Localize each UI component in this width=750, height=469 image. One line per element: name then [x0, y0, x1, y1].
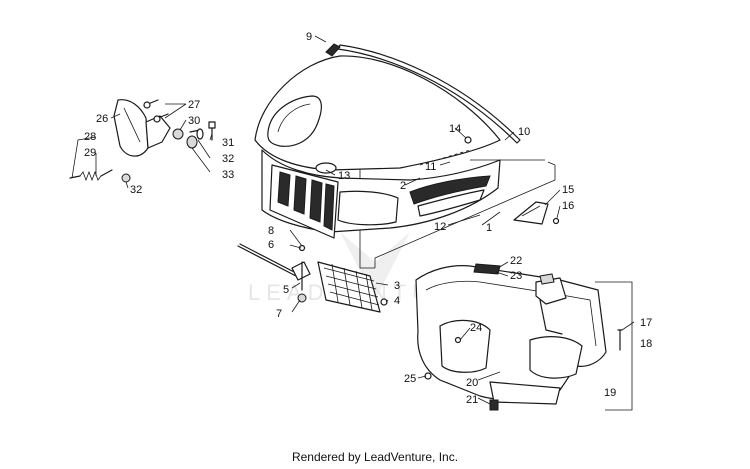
footer-credit: Rendered by LeadVenture, Inc. [291, 450, 459, 464]
callout-24: 24 [470, 322, 482, 334]
callout-6: 6 [268, 239, 274, 251]
callout-10: 10 [518, 126, 530, 138]
callout-32b: 32 [130, 184, 142, 196]
mesh-screen-3 [317, 261, 388, 313]
callouts: 1 2 3 4 5 6 7 8 9 10 11 12 13 14 15 16 1… [84, 31, 652, 406]
prop-rod-8 [237, 243, 311, 303]
callout-19: 19 [604, 387, 616, 399]
callout-16: 16 [562, 200, 574, 212]
callout-33: 33 [222, 169, 234, 181]
callout-30: 30 [188, 115, 200, 127]
callout-32a: 32 [222, 153, 234, 165]
callout-8: 8 [268, 225, 274, 237]
callout-12: 12 [434, 221, 446, 233]
callout-9: 9 [306, 31, 312, 43]
spring-28-29 [69, 169, 113, 182]
callout-4: 4 [394, 295, 400, 307]
hood-trim-strip [325, 43, 521, 144]
callout-5: 5 [283, 284, 289, 296]
pad-22-23 [473, 263, 567, 305]
callout-31: 31 [222, 137, 234, 149]
callout-1: 1 [486, 222, 492, 234]
leader-lines [71, 35, 635, 405]
callout-11: 11 [425, 161, 436, 173]
hardware-30-33 [121, 121, 216, 183]
callout-13: 13 [338, 170, 350, 182]
callout-15: 15 [562, 184, 574, 196]
callout-2: 2 [400, 180, 406, 192]
callout-28: 28 [84, 131, 96, 143]
screws-27 [143, 99, 169, 123]
assembly-bracket-18 [595, 281, 633, 411]
callout-23: 23 [510, 270, 522, 282]
callout-29: 29 [84, 147, 96, 159]
side-bracket-15 [513, 201, 560, 225]
storage-tray [415, 265, 607, 405]
tray-fasteners [424, 329, 623, 411]
callout-7: 7 [276, 308, 282, 320]
headlight-housing [113, 99, 171, 157]
callout-21: 21 [466, 394, 478, 406]
hood [254, 55, 501, 233]
callout-22: 22 [510, 255, 522, 267]
callout-17: 17 [640, 317, 652, 329]
callout-14: 14 [449, 123, 461, 135]
screw-14 [464, 136, 472, 144]
callout-3: 3 [394, 280, 400, 292]
callout-27: 27 [188, 99, 200, 111]
callout-26: 26 [96, 113, 108, 125]
callout-18: 18 [640, 338, 652, 350]
callout-25: 25 [404, 373, 416, 385]
front-grille [269, 164, 339, 239]
callout-20: 20 [466, 377, 478, 389]
